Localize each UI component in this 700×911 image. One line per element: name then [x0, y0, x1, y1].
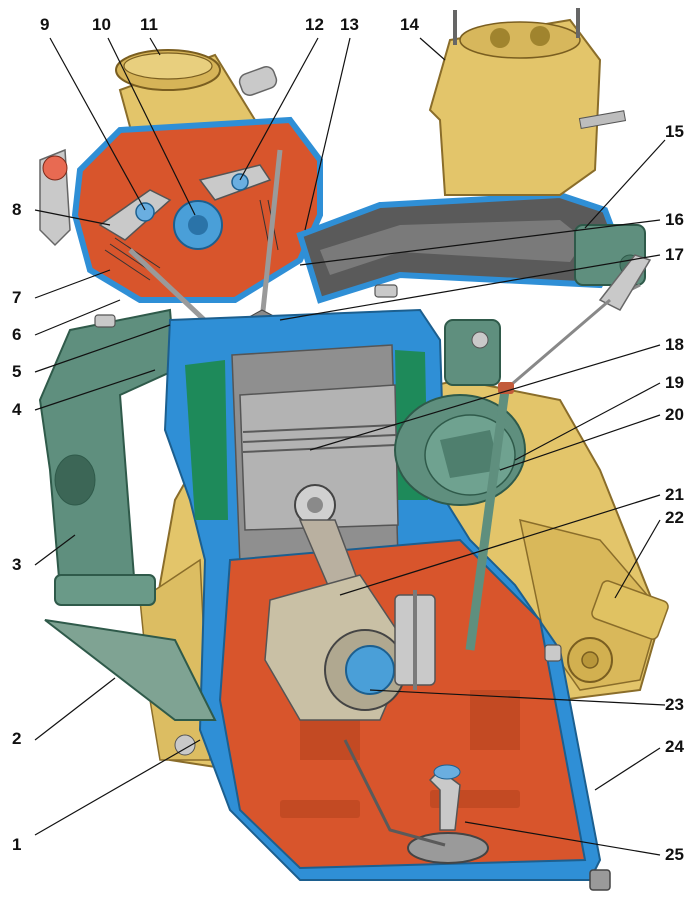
callout-8: 8: [12, 200, 21, 219]
callout-6: 6: [12, 325, 21, 344]
leader-22: [614, 519, 661, 599]
leader-11: [149, 37, 161, 56]
leader-lines: [34, 37, 666, 856]
oil-pickup-pipe: [428, 769, 461, 831]
leader-5: [34, 324, 171, 373]
piston-pin-center: [307, 497, 323, 513]
intake-valve-stem: [128, 248, 217, 332]
rocker-pivot-right: [231, 173, 249, 191]
water-jacket-left: [185, 360, 228, 520]
leader-4: [34, 369, 156, 411]
callout-numbers: 1 2 3 4 5 6 7 8 9 10 11 12 13 14 15 16 1…: [12, 15, 684, 864]
leader-23: [369, 689, 666, 706]
callout-24: 24: [665, 737, 684, 756]
callout-12: 12: [305, 15, 324, 34]
callout-13: 13: [340, 15, 359, 34]
mount-bolt: [174, 734, 196, 756]
callout-4: 4: [12, 400, 22, 419]
oil-filter-logo: [440, 430, 500, 478]
callout-19: 19: [665, 373, 684, 392]
crankshaft-core: [345, 645, 395, 695]
engine-mount-bracket: [44, 619, 217, 721]
pulley-right-hub: [581, 651, 599, 669]
callout-1: 1: [12, 835, 21, 854]
callout-7: 7: [12, 288, 21, 307]
leader-24: [594, 747, 661, 791]
exhaust-port: [54, 454, 96, 506]
rocker-pivot-left: [135, 202, 155, 222]
camshaft-core: [188, 215, 208, 235]
exhaust-flange: [54, 574, 156, 606]
exhaust-manifold: [38, 308, 177, 591]
block-bolts: [94, 284, 562, 662]
leader-8: [34, 209, 111, 226]
intake-manifold-channel: [320, 220, 585, 275]
piston-rings: [242, 424, 397, 453]
callout-3: 3: [12, 555, 21, 574]
leader-10: [107, 37, 196, 216]
sump-ribs: [280, 690, 520, 818]
dipstick-upper: [504, 298, 611, 392]
leader-16: [299, 219, 661, 266]
callout-2: 2: [12, 729, 21, 748]
leader-20: [499, 414, 661, 471]
distributor-cap-bolt: [471, 331, 489, 349]
leader-15: [584, 139, 666, 229]
leader-13: [304, 37, 351, 231]
exhaust-valve-stem: [259, 149, 283, 321]
distributor: [444, 319, 501, 386]
leader-6: [34, 299, 121, 336]
callout-17: 17: [665, 245, 684, 264]
leader-2: [34, 677, 116, 741]
callout-16: 16: [665, 210, 684, 229]
air-filter-cap-rim: [123, 52, 213, 80]
water-outlet-cap: [42, 155, 68, 181]
part-22-bracket: [591, 580, 669, 640]
leader-25: [464, 821, 661, 856]
callout-25: 25: [665, 845, 684, 864]
dipstick-handle: [598, 254, 652, 311]
callout-14: 14: [400, 15, 419, 34]
oil-line: [343, 739, 446, 847]
leader-18: [309, 344, 661, 451]
dipstick-tube: [465, 389, 510, 651]
callout-9: 9: [40, 15, 49, 34]
leader-1: [34, 739, 201, 836]
drain-plug: [589, 869, 611, 891]
rocker-arm-left: [98, 189, 172, 241]
callout-21: 21: [665, 485, 684, 504]
callout-23: 23: [665, 695, 684, 714]
leader-3: [34, 534, 76, 566]
leader-17: [279, 254, 661, 321]
leader-14: [419, 37, 446, 61]
leader-7: [34, 269, 111, 299]
callout-11: 11: [140, 15, 158, 34]
leader-19: [514, 382, 661, 461]
leader-21: [339, 494, 661, 596]
leader-12: [239, 37, 319, 181]
carburetor-throat-2: [530, 26, 550, 46]
leader-9: [49, 37, 146, 211]
piston: [239, 384, 399, 531]
callout-10: 10: [92, 15, 111, 34]
dipstick-cap: [498, 382, 514, 394]
callout-18: 18: [665, 335, 684, 354]
callout-22: 22: [665, 508, 684, 527]
oil-pickup-top: [433, 764, 461, 780]
carburetor-top: [459, 21, 581, 59]
callout-15: 15: [665, 122, 684, 141]
callout-5: 5: [12, 362, 21, 381]
carburetor-throat-1: [490, 28, 510, 48]
callout-20: 20: [665, 405, 684, 424]
breather-pipe: [238, 66, 278, 96]
carburetor-linkage: [578, 110, 627, 129]
